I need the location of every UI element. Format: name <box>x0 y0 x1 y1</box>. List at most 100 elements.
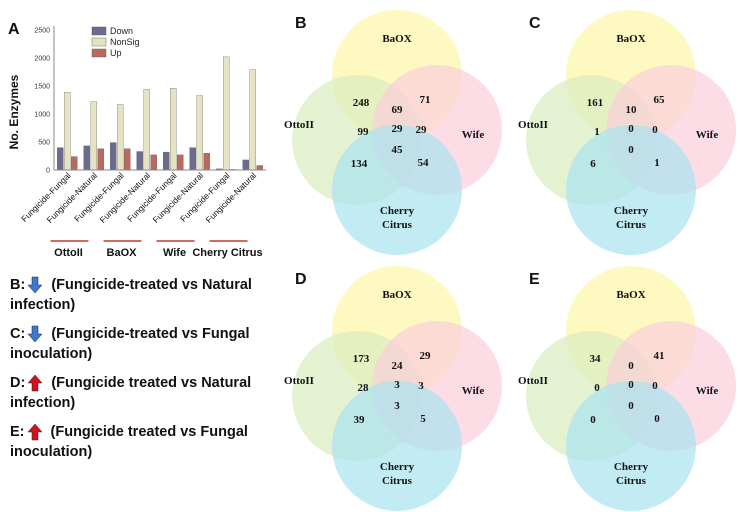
panel-letter-b: B <box>295 15 307 32</box>
venn-region-value: 41 <box>654 350 665 362</box>
venn-label-wife: Wife <box>696 385 719 397</box>
bar-up-2 <box>124 148 131 171</box>
legend-label-nonsig: NonSig <box>110 37 140 47</box>
venn-region-value: 0 <box>628 379 634 391</box>
venn-label-cherry: Cherry <box>380 205 415 217</box>
venn-region-value: 0 <box>628 360 634 372</box>
venn-label-baox: BaOX <box>616 289 645 301</box>
note-text: (Fungicide treated vs Natural infection) <box>10 375 252 411</box>
venn-label-baox: BaOX <box>382 33 411 45</box>
venn-region-value: 34 <box>590 353 602 365</box>
venn-region-value: 0 <box>652 380 658 392</box>
venn-region-value: 3 <box>394 379 400 391</box>
venn-region-value: 45 <box>392 144 404 156</box>
venn-circle-cherry <box>332 125 462 255</box>
venn-label-citrus: Citrus <box>616 475 647 487</box>
venn-label-citrus: Citrus <box>616 219 647 231</box>
note-text: (Fungicide-treated vs Natural infection) <box>10 277 252 313</box>
venn-label-citrus: Citrus <box>382 219 413 231</box>
group-label: Cherry Citrus <box>192 247 262 259</box>
bar-nonsig-2 <box>117 104 124 171</box>
venn-region-value: 6 <box>590 158 596 170</box>
bar-up-3 <box>150 154 157 171</box>
venn-region-value: 0 <box>628 123 634 135</box>
bar-down-1 <box>83 145 91 171</box>
venn-region-value: 248 <box>353 97 370 109</box>
bar-up-1 <box>97 148 105 171</box>
bar-down-7 <box>242 159 249 171</box>
bar-nonsig-0 <box>64 92 71 171</box>
legend-label-up: Up <box>110 48 122 58</box>
venn-region-value: 39 <box>354 414 366 426</box>
note-b: B: (Fungicide-treated vs Natural infecti… <box>10 275 270 315</box>
panel-letter-d: D <box>295 271 307 288</box>
venn-region-value: 1 <box>654 157 660 169</box>
venn-label-cherry: Cherry <box>380 461 415 473</box>
panel-letter-e: E <box>529 271 540 288</box>
venn-region-value: 29 <box>416 124 428 136</box>
bar-down-3 <box>136 151 143 171</box>
venn-region-value: 10 <box>626 104 638 116</box>
panel-letter-a: A <box>8 21 20 38</box>
venn-label-wife: Wife <box>462 385 485 397</box>
bar-nonsig-4 <box>169 88 177 171</box>
y-tick-label: 2000 <box>34 56 50 63</box>
y-tick-label: 1000 <box>34 112 50 119</box>
venn-label-ottoii: OttoII <box>518 375 548 387</box>
note-c: C: (Fungicide-treated vs Fungal inoculat… <box>10 324 270 364</box>
x-category-label: Fungicide-Natural <box>204 170 259 225</box>
venn-label-ottoii: OttoII <box>518 119 548 131</box>
legend-notes: B: (Fungicide-treated vs Natural infecti… <box>10 275 270 471</box>
y-axis-label: No. Enzymes <box>7 74 21 149</box>
note-d: D: (Fungicide treated vs Natural infecti… <box>10 373 270 413</box>
bar-nonsig-6 <box>222 56 230 171</box>
venn-region-value: 29 <box>420 350 432 362</box>
panel-letter-c: C <box>529 15 541 32</box>
venn-label-wife: Wife <box>462 129 485 141</box>
venn-label-ottoii: OttoII <box>284 375 314 387</box>
venn-label-ottoii: OttoII <box>284 119 314 131</box>
note-label: B: <box>10 277 26 293</box>
legend-swatch-down <box>91 26 107 36</box>
bar-up-0 <box>71 156 78 171</box>
venn-region-value: 54 <box>418 157 430 169</box>
venn-circle-cherry <box>332 381 462 511</box>
arrow-down-icon <box>27 325 43 343</box>
note-text: (Fungicide-treated vs Fungal inoculation… <box>10 326 250 362</box>
venn-label-baox: BaOX <box>616 33 645 45</box>
venn-region-value: 1 <box>594 126 600 138</box>
bar-nonsig-5 <box>196 95 203 171</box>
venn-region-value: 0 <box>594 382 600 394</box>
venn-region-value: 0 <box>628 400 634 412</box>
bar-nonsig-7 <box>249 69 256 171</box>
venn-region-value: 0 <box>590 414 596 426</box>
venn-label-cherry: Cherry <box>614 461 649 473</box>
venn-label-baox: BaOX <box>382 289 411 301</box>
venn-circle-cherry <box>566 125 696 255</box>
legend-label-down: Down <box>110 26 133 36</box>
bar-down-0 <box>57 147 64 171</box>
venn-label-citrus: Citrus <box>382 475 413 487</box>
venn-region-value: 71 <box>420 94 431 106</box>
group-label: Wife <box>163 247 186 259</box>
bar-nonsig-1 <box>90 101 98 171</box>
venn-region-value: 99 <box>358 126 370 138</box>
note-e: E: (Fungicide treated vs Fungal inoculat… <box>10 422 270 462</box>
bar-up-5 <box>203 153 210 171</box>
arrow-up-icon <box>27 374 43 392</box>
venn-region-value: 3 <box>394 400 400 412</box>
venn-region-value: 65 <box>654 94 666 106</box>
venn-label-cherry: Cherry <box>614 205 649 217</box>
arrow-up-icon <box>26 423 43 441</box>
note-text: (Fungicide treated vs Fungal inoculation… <box>10 424 248 460</box>
venn-region-value: 24 <box>392 360 404 372</box>
venn-circle-cherry <box>566 381 696 511</box>
venn-region-value: 5 <box>420 413 426 425</box>
venn-region-value: 0 <box>652 124 658 136</box>
bar-down-2 <box>110 142 117 171</box>
